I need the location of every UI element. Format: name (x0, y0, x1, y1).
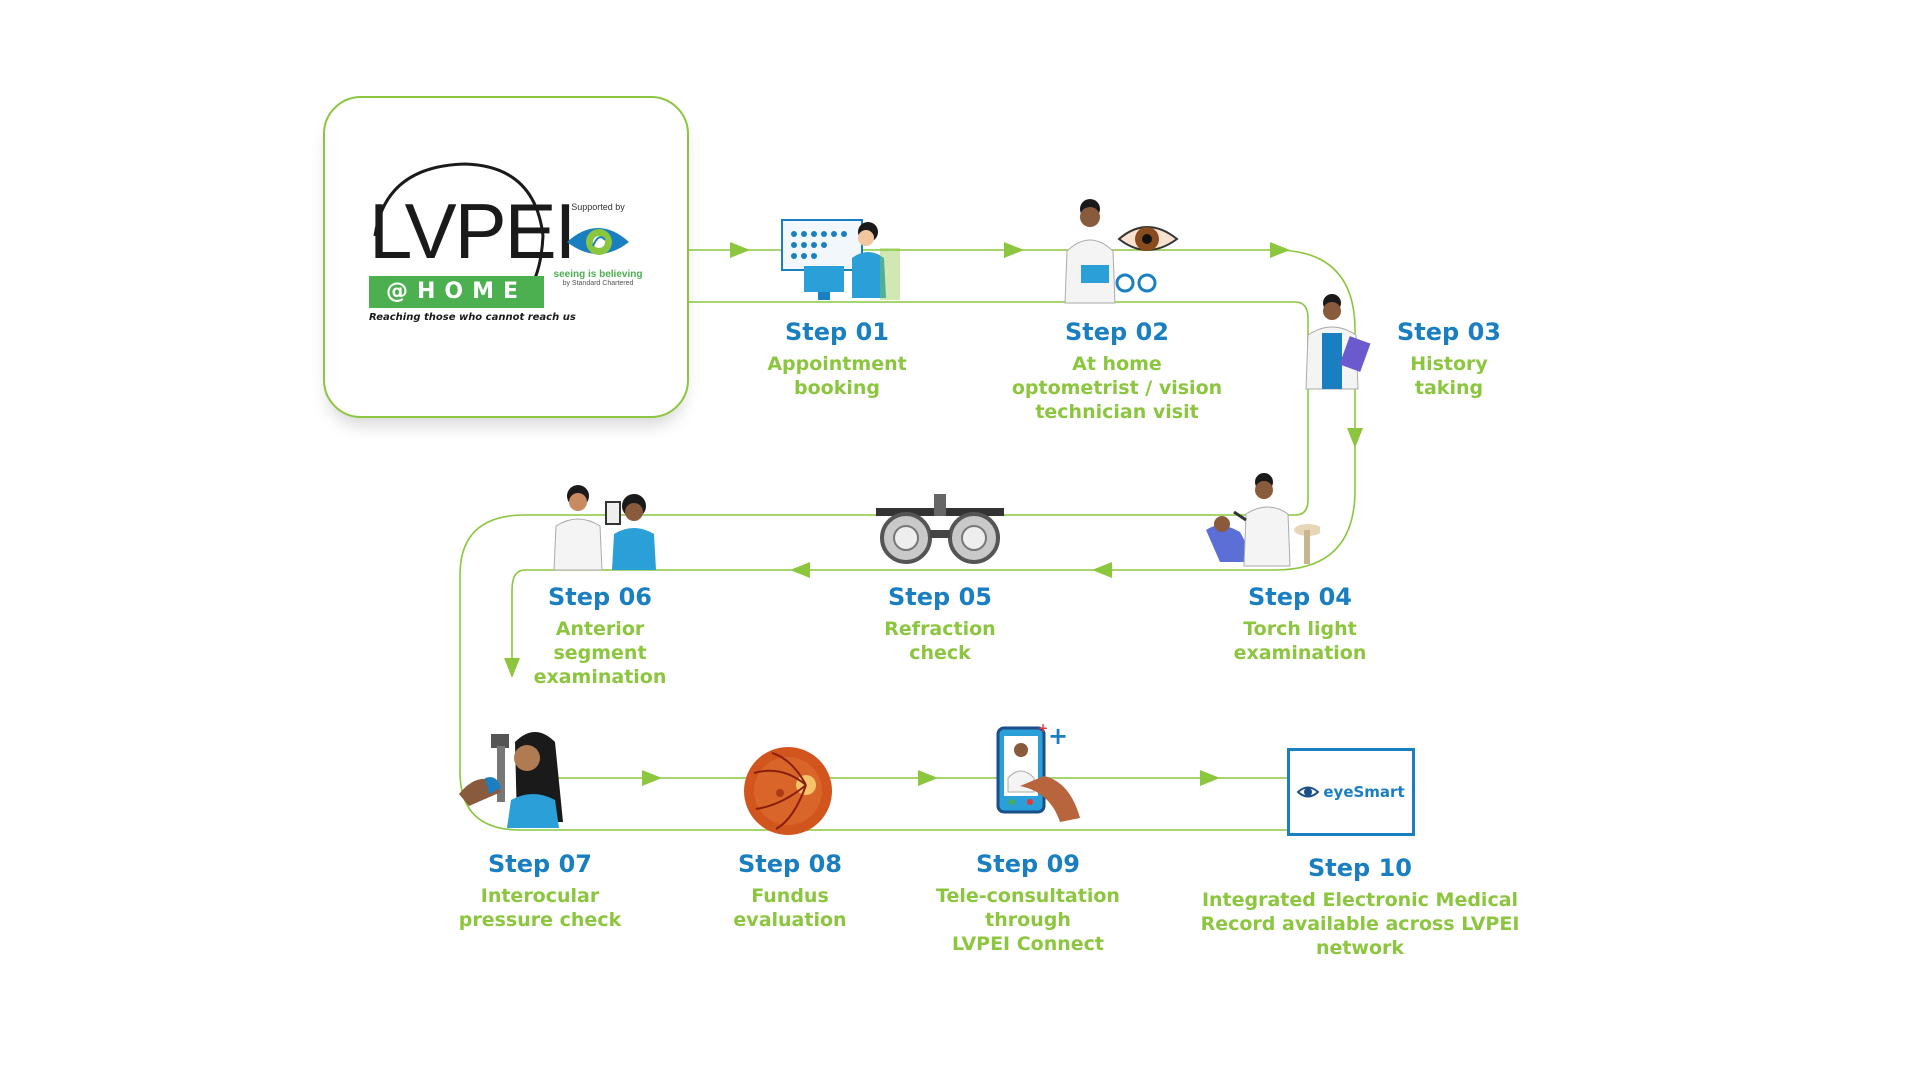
step-09-number: Step 09 (976, 850, 1080, 878)
supporter-name: seeing is believing (553, 269, 643, 280)
step-01: Step 01 Appointment booking (737, 318, 937, 400)
step-03: Step 03 History taking (1364, 318, 1534, 400)
home-bar: @HOME (369, 276, 544, 308)
step-07: Step 07 Interocular pressure check (430, 850, 650, 932)
anterior-segment-exam-icon (553, 485, 656, 571)
trial-frame-icon (876, 494, 1004, 564)
step-04: Step 04 Torch light examination (1200, 583, 1400, 665)
step-06-desc: Anterior segment examination (533, 618, 667, 688)
appointment-booking-icon (781, 219, 900, 300)
step-09: Step 09 Tele-consultation through LVPEI … (918, 850, 1138, 956)
step-05-number: Step 05 (888, 583, 992, 611)
step-08: Step 08 Fundus evaluation (700, 850, 880, 932)
step-07-desc: Interocular pressure check (458, 885, 622, 931)
step-02-number: Step 02 (1065, 318, 1169, 346)
step-03-desc: History taking (1410, 353, 1488, 399)
supported-by-label: Supported by (571, 202, 625, 212)
step-10-desc: Integrated Electronic Medical Record ava… (1200, 889, 1520, 959)
step-10: Step 10 Integrated Electronic Medical Re… (1180, 854, 1540, 960)
step-08-desc: Fundus evaluation (733, 885, 847, 931)
svg-text:+: + (1048, 722, 1068, 750)
logo-tagline: Reaching those who cannot reach us (369, 312, 576, 323)
supporter-block: Supported by seeing is believing by Stan… (553, 202, 643, 287)
lvpei-logo: LVPEI (365, 156, 576, 306)
svg-text:+: + (1038, 722, 1048, 735)
step-05: Step 05 Refraction check (850, 583, 1030, 665)
tonometer-icon (459, 732, 563, 828)
step-09-desc: Tele-consultation through LVPEI Connect (936, 885, 1120, 955)
step-06: Step 06 Anterior segment examination (505, 583, 695, 689)
step-06-number: Step 06 (548, 583, 652, 611)
eyesmart-logo-icon: eyeSmart (1287, 748, 1415, 836)
lvpei-home-logo-card: LVPEI @HOME Reaching those who cannot re… (323, 96, 689, 418)
teleconsult-phone-icon: + + (996, 722, 1080, 822)
logo-arc-icon (373, 162, 545, 297)
torch-light-exam-icon (1206, 473, 1320, 567)
step-08-number: Step 08 (738, 850, 842, 878)
step-01-number: Step 01 (785, 318, 889, 346)
step-03-number: Step 03 (1397, 318, 1501, 346)
supporter-by: by Standard Chartered (562, 280, 634, 287)
doctor-clipboard-icon (1305, 294, 1371, 390)
step-02-desc: At home optometrist / vision technician … (1011, 353, 1223, 423)
fundus-retina-icon (744, 747, 832, 835)
step-10-number: Step 10 (1308, 854, 1412, 882)
step-04-number: Step 04 (1248, 583, 1352, 611)
lvpei-wordmark: LVPEI (369, 187, 576, 275)
step-05-desc: Refraction check (884, 618, 996, 664)
eyesmart-eye-icon (1297, 786, 1320, 798)
eyesmart-label: eyeSmart (1323, 783, 1405, 801)
step-07-number: Step 07 (488, 850, 592, 878)
step-01-desc: Appointment booking (767, 353, 907, 399)
seeing-is-believing-eye-icon (567, 228, 629, 255)
step-04-desc: Torch light examination (1233, 618, 1367, 664)
optometrist-eye-icon (1064, 199, 1179, 304)
step-02: Step 02 At home optometrist / vision tec… (997, 318, 1237, 424)
